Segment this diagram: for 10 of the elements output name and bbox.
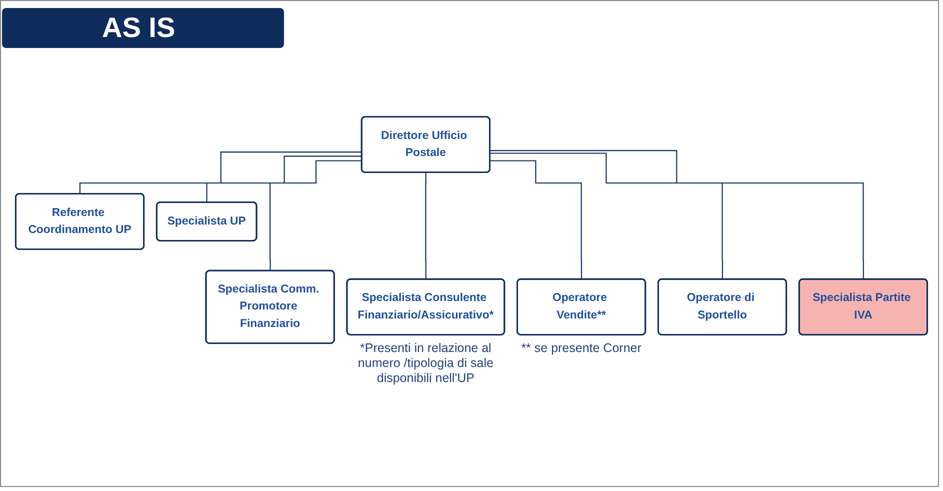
connector: [490, 150, 864, 280]
connector: [490, 152, 724, 280]
connector: [206, 156, 362, 204]
connector: [79, 152, 362, 195]
connector: [270, 160, 362, 272]
connector: [490, 160, 582, 280]
footnote: *Presenti in relazione al numero /tipologia di sale disponibili nell'UP: [356, 340, 494, 386]
title-banner: AS IS: [2, 8, 284, 48]
footnote: ** se presente Corner: [520, 340, 642, 356]
connector: [425, 172, 427, 280]
